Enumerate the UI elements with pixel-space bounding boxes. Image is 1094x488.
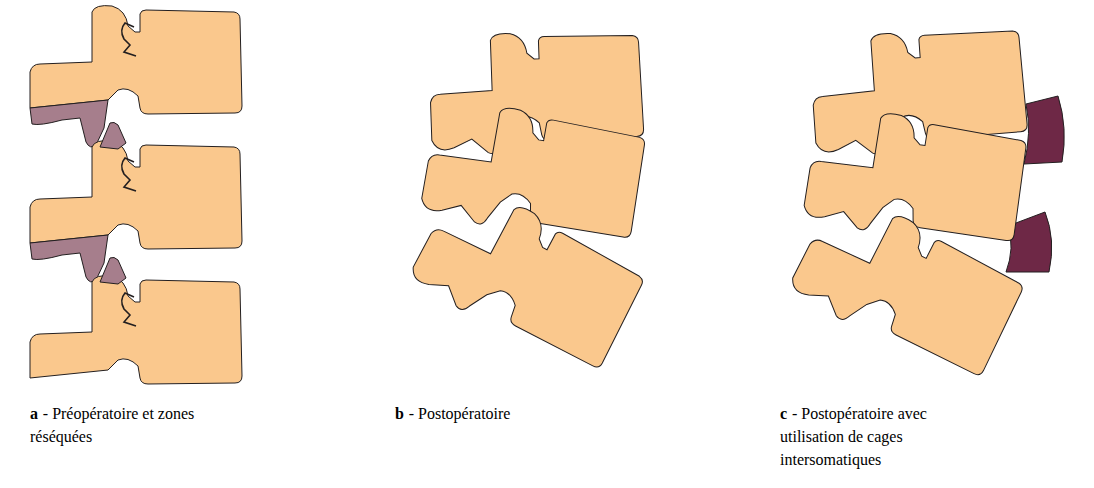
panel-letter: a [30, 405, 38, 422]
vertebra [30, 257, 242, 384]
caption-text: - Préopératoire et zones réséquées [30, 405, 194, 445]
panel-letter: b [395, 405, 404, 422]
intersomatic-cage [1024, 96, 1064, 164]
panel-letter: c [780, 405, 787, 422]
panel-caption: b - Postopératoire [395, 402, 563, 425]
vertebra [30, 122, 242, 282]
vertebra [786, 185, 1029, 388]
vertebra [406, 175, 649, 380]
caption-text: - Postopératoire [409, 405, 511, 422]
panel-caption: c- Postopératoire avec utilisation de ca… [780, 402, 958, 472]
vertebra [30, 6, 242, 147]
panel-caption: a- Préopératoire et zones réséquées [30, 402, 198, 448]
caption-text: - Postopératoire avec utilisation de cag… [780, 405, 927, 468]
